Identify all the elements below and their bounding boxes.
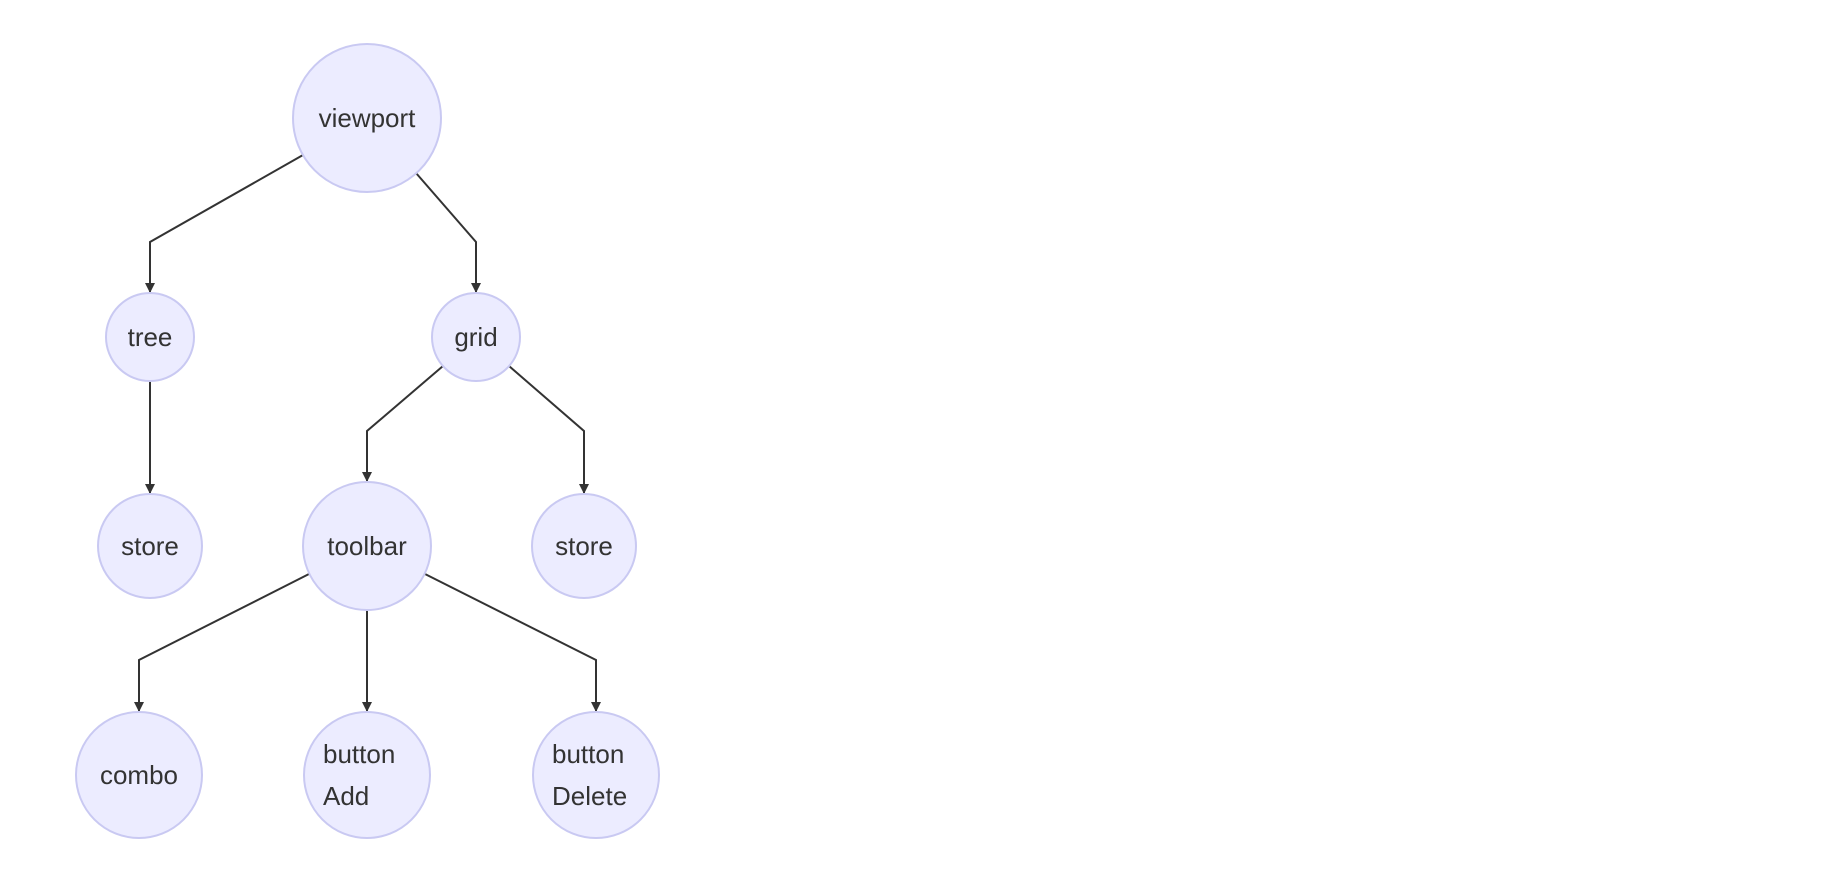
- nodes: viewport tree grid store toolbar store combo bu…: [75, 43, 660, 839]
- edge-grid-to-store-grid: [508, 365, 589, 494]
- edge-viewport-to-tree: [145, 154, 304, 293]
- node-store-grid: store: [531, 493, 637, 599]
- node-label-store-grid: store: [555, 531, 613, 561]
- node-label-button-delete-line-1: button: [552, 739, 624, 769]
- edge-viewport-to-grid: [415, 172, 481, 293]
- node-circle-toolbar: [302, 481, 432, 611]
- node-label-viewport: viewport: [319, 103, 417, 133]
- node-viewport: viewport: [292, 43, 442, 193]
- node-circle-viewport: [292, 43, 442, 193]
- edge-toolbar-to-button-delete: [424, 573, 601, 712]
- node-combo: combo: [75, 711, 203, 839]
- edges: [134, 154, 601, 712]
- node-label-button-add-line-1: button: [323, 739, 395, 769]
- node-label-toolbar: toolbar: [327, 531, 407, 561]
- node-circle-grid: [431, 292, 521, 382]
- node-store-tree: store: [97, 493, 203, 599]
- node-circle-button-add: [303, 711, 431, 839]
- node-label-button-delete-line-2: Delete: [552, 781, 627, 811]
- node-circle-store-grid: [531, 493, 637, 599]
- node-circle-button-delete: [532, 711, 660, 839]
- edge-toolbar-to-combo: [134, 573, 310, 712]
- node-label-button-add-line-2: Add: [323, 781, 369, 811]
- node-circle-store-tree: [97, 493, 203, 599]
- node-label-combo: combo: [100, 760, 178, 790]
- edge-grid-to-toolbar: [362, 365, 444, 482]
- node-label-tree: tree: [128, 322, 173, 352]
- node-tree: tree: [105, 292, 195, 382]
- node-grid: grid: [431, 292, 521, 382]
- node-label-store-tree: store: [121, 531, 179, 561]
- node-circle-tree: [105, 292, 195, 382]
- node-circle-combo: [75, 711, 203, 839]
- node-toolbar: toolbar: [302, 481, 432, 611]
- node-label-grid: grid: [454, 322, 497, 352]
